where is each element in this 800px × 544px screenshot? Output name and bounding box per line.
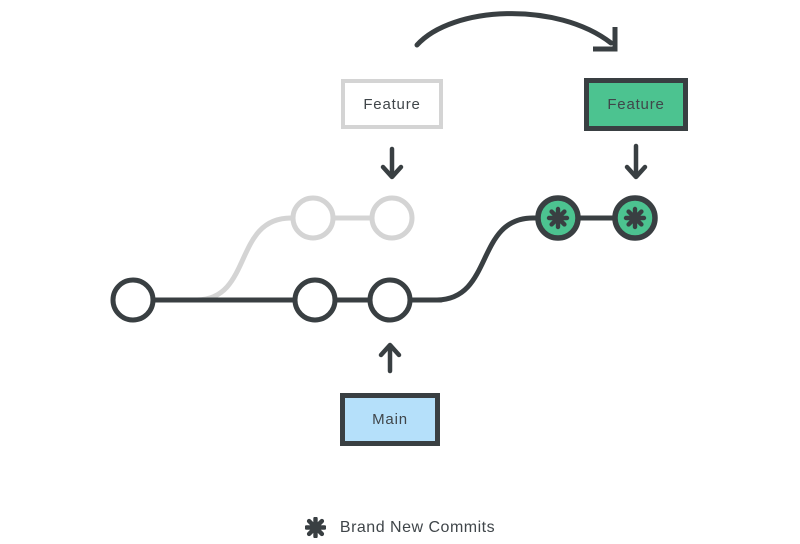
- main-commit-node-2: [292, 277, 338, 323]
- feature-branch-label-ghost: Feature: [363, 95, 421, 113]
- old-feature-branch: [194, 195, 415, 303]
- main-branch-label: Main: [372, 411, 408, 428]
- rebased-feature-branch: [434, 195, 658, 303]
- legend: Brand New Commits: [0, 517, 800, 538]
- feature-branch-box-ghost: Feature: [341, 79, 443, 129]
- old-commit-node-1: [290, 195, 336, 241]
- down-arrow-active-feature: [624, 143, 648, 180]
- new-commit-asterisk-icon-2: [626, 209, 644, 227]
- old-branch-curve: [194, 215, 294, 303]
- main-branch: [110, 277, 444, 323]
- rebase-move-arrow: [414, 11, 618, 52]
- feature-branch-box-active: Feature: [584, 78, 688, 131]
- main-commit-node-1: [110, 277, 156, 323]
- rebase-move-arrow-curve: [414, 11, 614, 48]
- rebased-branch-curve: [434, 215, 544, 303]
- main-branch-box: Main: [340, 393, 440, 446]
- old-commit-node-2: [369, 195, 415, 241]
- asterisk-icon: [305, 517, 326, 538]
- up-arrow-main-head: [378, 342, 402, 358]
- down-arrow-ghost-head: [380, 164, 404, 180]
- main-commit-node-3: [367, 277, 413, 323]
- down-arrow-ghost-feature: [380, 146, 404, 180]
- up-arrow-main: [378, 342, 402, 374]
- rebase-move-arrowhead: [593, 27, 618, 52]
- legend-label: Brand New Commits: [339, 518, 496, 536]
- new-commit-asterisk-icon-1: [549, 209, 567, 227]
- down-arrow-active-head: [624, 164, 648, 180]
- feature-branch-label-active: Feature: [607, 96, 665, 113]
